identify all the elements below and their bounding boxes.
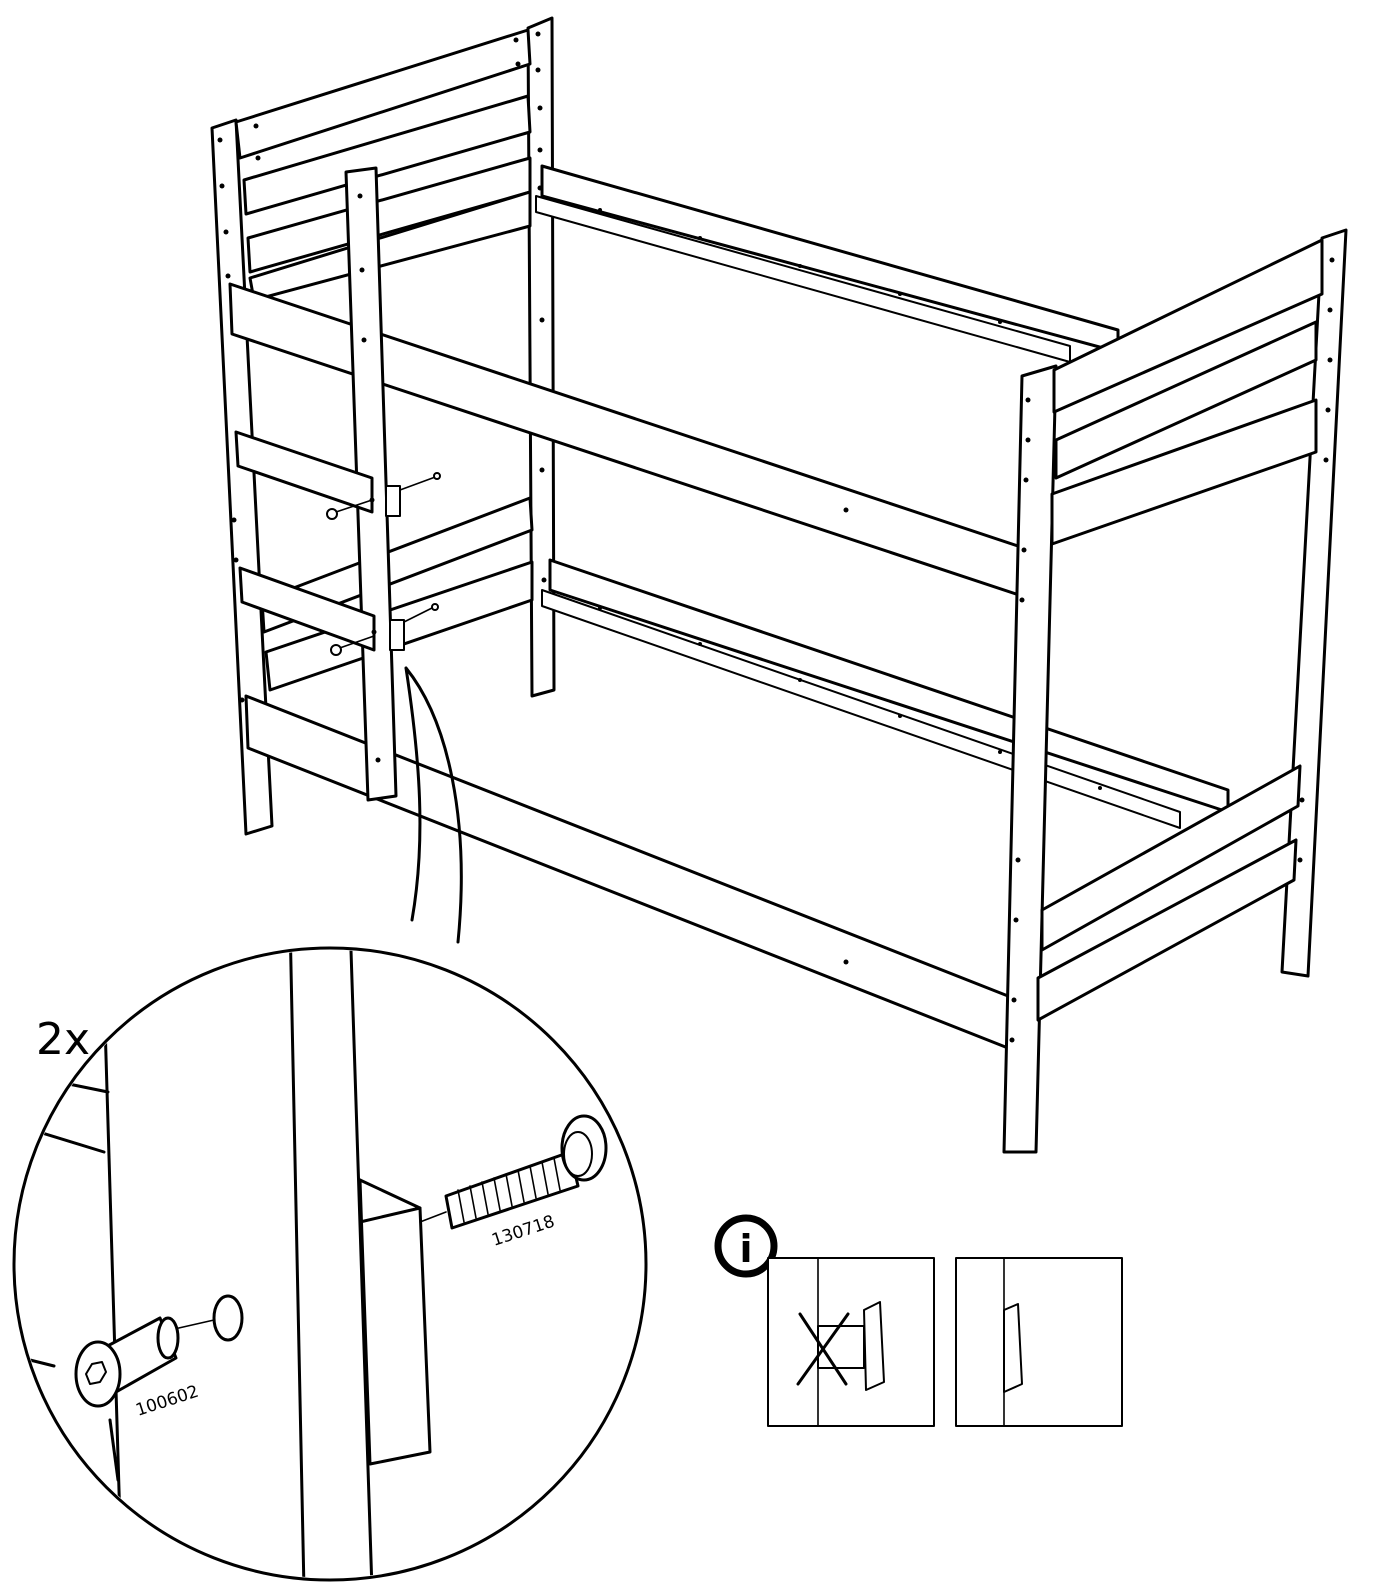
hex-socket-icon xyxy=(85,1361,107,1385)
left-headboard-top-rail xyxy=(234,28,532,160)
back-lower-side-rail xyxy=(548,558,1230,814)
hole xyxy=(212,1294,244,1342)
bracket-block xyxy=(358,1178,432,1466)
ladder-bracket-upper xyxy=(385,485,401,517)
back-upper-side-rail xyxy=(540,164,1120,354)
info-icon-glyph: i xyxy=(739,1227,752,1271)
left-headboard-rail-2 xyxy=(242,94,532,216)
zoom-callout: 130718 100602 xyxy=(12,666,648,1582)
bunk-bed-frame xyxy=(210,16,1348,1154)
right-headboard-rail-3 xyxy=(1050,398,1318,546)
right-headboard-top-rail xyxy=(1052,238,1324,414)
front-upper-side-rail xyxy=(228,282,1026,598)
info-section: i xyxy=(714,1214,1123,1427)
callout-detail xyxy=(16,950,447,1578)
ladder-rung-2 xyxy=(238,566,376,652)
bolt xyxy=(444,1114,608,1230)
correct-mounting-panel xyxy=(955,1257,1123,1427)
right-headboard-rail-2 xyxy=(1054,320,1318,480)
info-icon xyxy=(714,1214,778,1278)
screw-holes xyxy=(217,31,1335,1043)
back-upper-slat-ledge xyxy=(535,195,1071,363)
callout-circle xyxy=(12,946,648,1582)
right-lower-rail-2 xyxy=(1036,838,1298,1022)
quantity-label: 2x xyxy=(36,1014,90,1065)
right-lower-rail-1 xyxy=(1040,764,1302,952)
back-lower-slat-ledge xyxy=(541,589,1181,829)
callout-pointer xyxy=(404,666,463,944)
ladder-rung-1 xyxy=(234,430,374,514)
wrong-mounting-panel xyxy=(767,1257,935,1427)
front-right-post xyxy=(1002,364,1058,1154)
wrong-orientation-cross-icon xyxy=(796,1312,850,1386)
ladder-bracket-lower xyxy=(389,619,405,651)
